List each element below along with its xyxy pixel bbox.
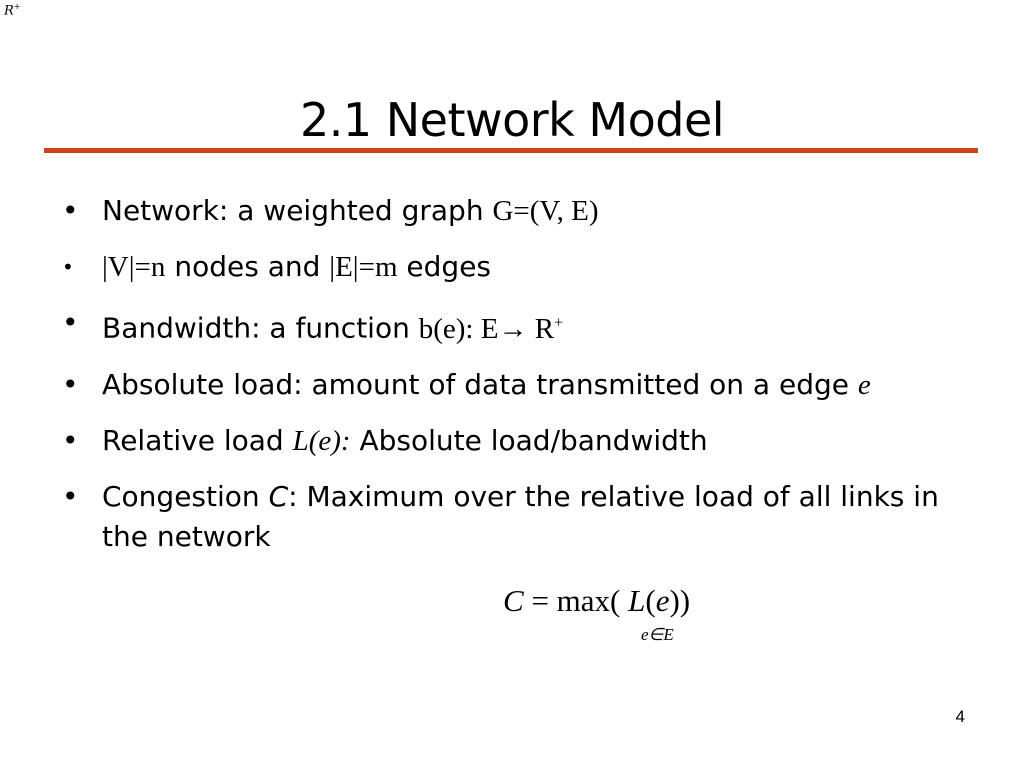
bullet-text: nodes and xyxy=(165,250,330,283)
bullet-math-sup: + xyxy=(554,314,564,331)
bullet-math: b(e): E→ R+ xyxy=(419,313,563,345)
bullet-text: Network: a weighted graph xyxy=(102,194,493,227)
title-divider xyxy=(44,148,978,153)
bullet-dot-icon: • xyxy=(62,194,79,227)
bullet-dot-icon: • xyxy=(62,423,79,457)
bullet-math: e xyxy=(857,368,871,401)
bullet-relative-load: • Relative load L(e): Absolute load/band… xyxy=(62,421,972,461)
bullet-math-main: b(e): E→ R xyxy=(418,312,555,345)
formula-close: )) xyxy=(669,583,691,618)
bullet-text: Bandwidth: a function xyxy=(102,311,419,345)
bullet-math: |V|=n xyxy=(102,251,166,283)
slide-title: 2.1 Network Model xyxy=(299,92,725,147)
page-number: 4 xyxy=(955,707,965,726)
formula-eq: = max( xyxy=(523,583,629,618)
bullet-math: |E|=m xyxy=(329,251,398,283)
bullet-dot-icon: • xyxy=(62,306,79,339)
bullet-text-italic: C xyxy=(268,479,289,513)
formula-arg: e xyxy=(655,583,670,618)
formula-lhs: C xyxy=(503,583,524,618)
bullet-dot-icon: • xyxy=(62,479,79,513)
formula-fn: L xyxy=(628,583,646,618)
bullet-text: edges xyxy=(397,250,492,283)
bullet-bandwidth: • Bandwidth: a function b(e): E→ R+ xyxy=(62,303,972,349)
bullet-dot-icon: • xyxy=(62,367,79,401)
corner-mark-sup: + xyxy=(13,2,21,11)
formula-subscript: e∈E xyxy=(641,625,674,644)
bullet-text: Absolute load: amount of data transmitte… xyxy=(102,367,858,401)
bullet-math: G=(V, E) xyxy=(492,195,599,227)
corner-math-mark: R+ xyxy=(4,2,21,18)
bullet-network: • Network: a weighted graph G=(V, E) xyxy=(62,191,972,231)
bullet-text: : Maximum over the relative load of all … xyxy=(102,479,939,553)
congestion-formula: C = max( L(e)) xyxy=(503,583,690,619)
bullet-text: Relative load xyxy=(102,423,293,457)
corner-mark-base: R xyxy=(4,3,14,19)
bullet-absolute-load: • Absolute load: amount of data transmit… xyxy=(62,365,972,405)
bullet-list: • Network: a weighted graph G=(V, E) • |… xyxy=(62,191,972,573)
bullet-math: L(e): xyxy=(292,424,351,457)
bullet-text: Absolute load/bandwidth xyxy=(350,423,708,457)
formula-arg-open: ( xyxy=(645,583,656,618)
bullet-dot-icon: • xyxy=(62,255,74,279)
bullet-congestion: • Congestion C: Maximum over the relativ… xyxy=(62,477,972,557)
bullet-text: Congestion xyxy=(102,479,269,513)
bullet-nodes-edges: • |V|=n nodes and |E|=m edges xyxy=(62,247,972,287)
